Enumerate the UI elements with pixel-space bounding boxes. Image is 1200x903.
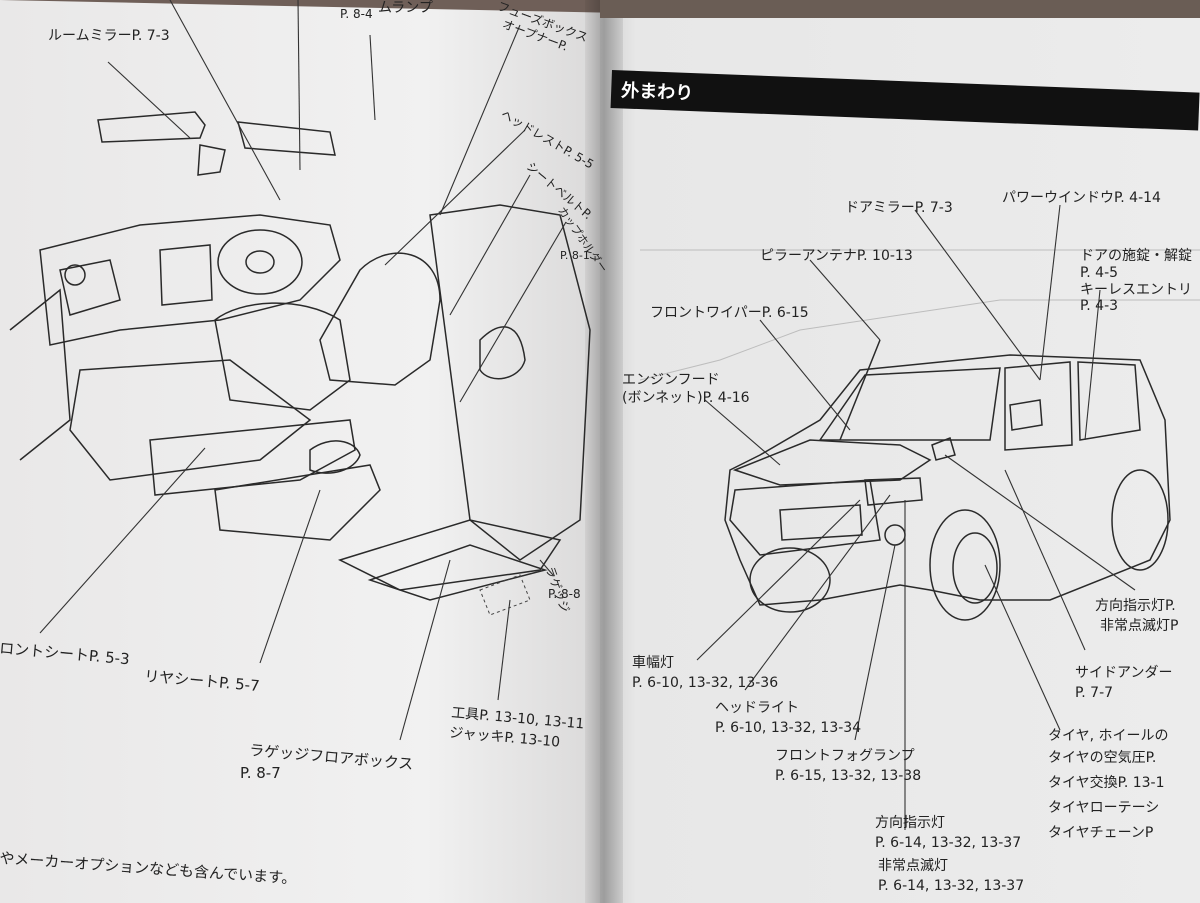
label-luggage-hook-page: P. 8-8 — [548, 587, 581, 601]
label-tire-rotation: タイヤローテーシ — [1048, 800, 1160, 816]
label-pillar-antenna: ピラーアンテナP. 10-13 — [760, 248, 913, 264]
label-room-lamp-page: P. 8-4 — [340, 7, 373, 21]
label-door-mirror: ドアミラーP. 7-3 — [845, 200, 953, 216]
label-turn-signal-page: P. 6-14, 13-32, 13-37 — [875, 835, 1022, 851]
label-hazard-lamp-page: P. 6-14, 13-32, 13-37 — [878, 878, 1025, 894]
label-tire-pressure: タイヤの空気圧P. — [1048, 750, 1157, 766]
label-engine-hood-sub: (ボンネット)P. 4-16 — [622, 390, 750, 406]
label-turn-signal: 方向指示灯 — [875, 815, 945, 831]
background-surface — [600, 0, 1200, 18]
label-door-lock-page: P. 4-5 — [1080, 265, 1119, 281]
label-room-lamp: ムランプ — [378, 0, 433, 16]
label-turn-signal-side: 方向指示灯P. — [1095, 598, 1176, 614]
book-spine-shadow — [585, 0, 623, 903]
label-room-mirror: ルームミラーP. 7-3 — [48, 28, 170, 44]
label-keyless-entry: キーレスエントリ — [1080, 282, 1192, 298]
section-title: 外まわり — [620, 80, 694, 105]
label-luggage-floor-box-page: P. 8-7 — [240, 764, 281, 782]
label-front-fog-lamp: フロントフォグランプ — [775, 748, 915, 764]
label-front-wiper: フロントワイパーP. 6-15 — [650, 305, 809, 321]
label-tire-change: タイヤ交換P. 13-1 — [1048, 775, 1165, 791]
label-side-lamp: 車幅灯 — [632, 655, 674, 671]
label-power-window: パワーウインドウP. 4-14 — [1002, 190, 1161, 206]
label-side-under-mirror-page: P. 7-7 — [1075, 685, 1114, 701]
label-hazard-side: 非常点滅灯P — [1100, 618, 1179, 634]
label-door-lock: ドアの施錠・解錠 — [1080, 248, 1192, 264]
label-cup-holder-page: P. 8-1 — [560, 249, 590, 262]
label-headlight: ヘッドライト — [715, 700, 799, 716]
suv-illustration — [639, 204, 1200, 830]
label-tire-wheel: タイヤ, ホイールの — [1048, 728, 1169, 744]
label-headlight-page: P. 6-10, 13-32, 13-34 — [715, 720, 862, 736]
label-side-under-mirror: サイドアンダー — [1075, 665, 1173, 681]
label-front-fog-lamp-page: P. 6-15, 13-32, 13-38 — [775, 768, 922, 784]
label-tire-chain: タイヤチェーンP — [1048, 825, 1154, 841]
label-side-lamp-page: P. 6-10, 13-32, 13-36 — [632, 675, 779, 691]
interior-illustration — [9, 0, 591, 741]
label-engine-hood: エンジンフード — [622, 372, 720, 388]
label-keyless-entry-page: P. 4-3 — [1080, 298, 1119, 314]
right-manual-page — [600, 0, 1200, 903]
label-hazard-lamp: 非常点滅灯 — [878, 858, 948, 874]
